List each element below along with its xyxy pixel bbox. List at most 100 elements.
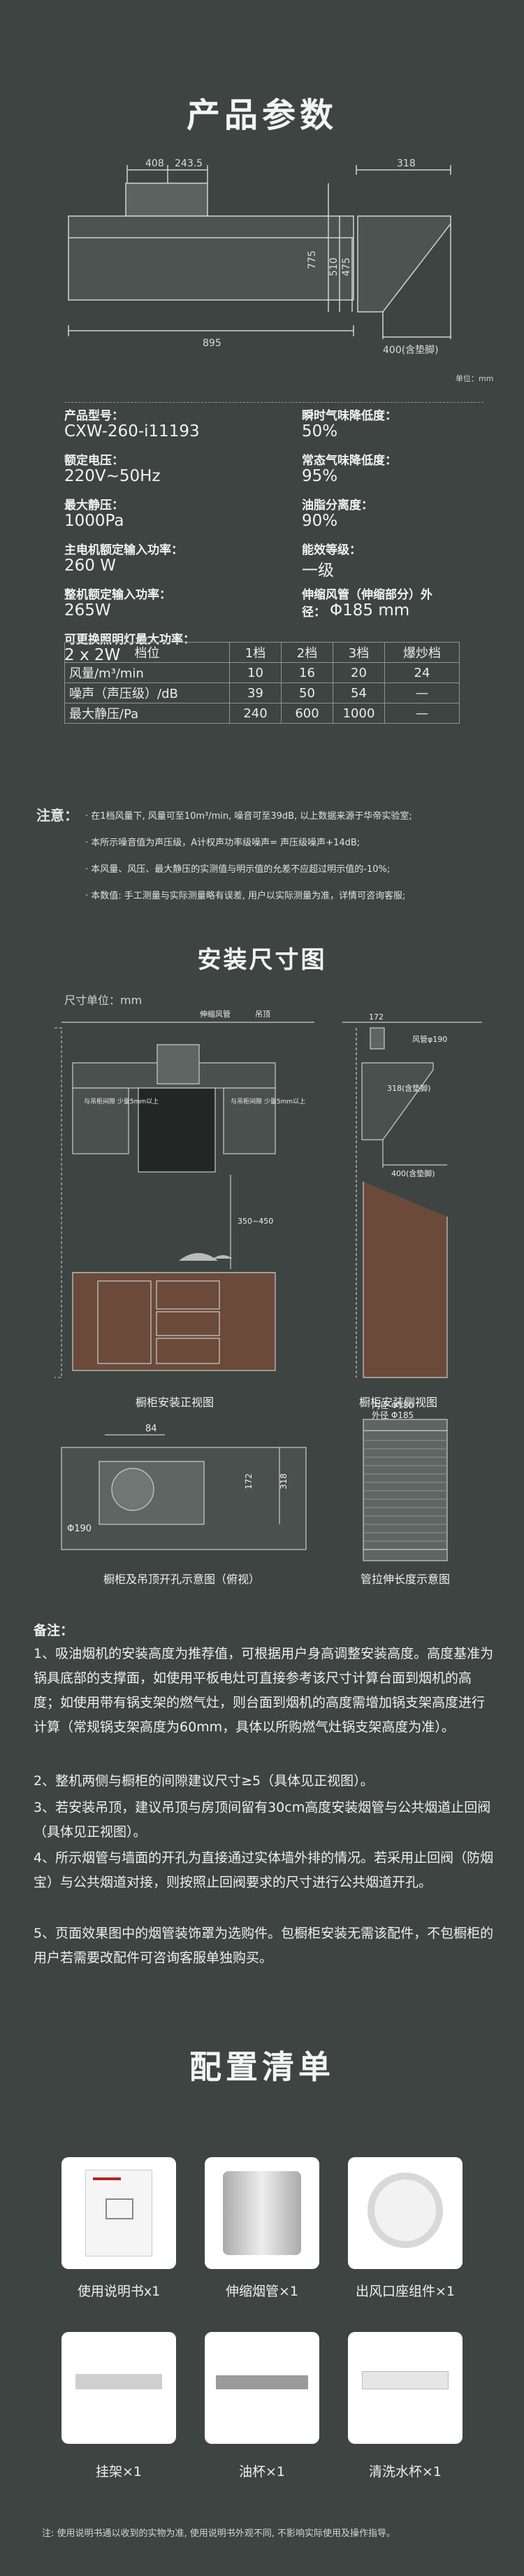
- table-header: 1档: [229, 642, 282, 663]
- param-label: 额定电压：: [64, 454, 124, 468]
- duct-caption: 管拉伸长度示意图: [360, 1573, 450, 1586]
- param-value: 265W: [64, 601, 111, 620]
- table-header: 2档: [281, 642, 333, 663]
- table-header: 3档: [333, 642, 385, 663]
- table-cell: —: [384, 682, 460, 703]
- install-unit: 尺寸单位：mm: [64, 994, 143, 1007]
- remark-line: 2、整机两侧与橱柜的间隙建议尺寸≥5（具体见正视图）。: [34, 1773, 374, 1789]
- item-card: [61, 2157, 176, 2269]
- item-card: [348, 2332, 463, 2444]
- table-cell: 20: [333, 662, 385, 683]
- item-card: [205, 2332, 319, 2444]
- remark-line: 3、若安装吊顶，建议吊顶与房顶间留有30cm高度安装烟管与公共烟道止回阀（具体见…: [34, 1800, 491, 1840]
- front-label: 与吊柜间隙 少量5mm以上: [231, 1097, 305, 1105]
- table-cell: 噪声（声压级）/dB: [64, 682, 230, 703]
- side-label: 172: [369, 1012, 384, 1022]
- table-row: 风量/m³/min 10 16 20 24: [64, 662, 460, 683]
- side-label: 风管φ190: [412, 1034, 447, 1044]
- param-value: Φ185 mm: [330, 601, 410, 620]
- duct-inner: 内径 Φ180: [372, 1401, 414, 1410]
- remark-line: 4、所示烟管与墙面的开孔为直接通过实体墙外排的情况。若采用止回阀（防烟宝）与公共…: [34, 1850, 494, 1890]
- front-caption: 橱柜安装正视图: [135, 1396, 214, 1409]
- front-label: 350~450: [238, 1217, 273, 1226]
- remark-line: 1、吸油烟机的安装高度为推荐值，可根据用户身高调整安装高度。高度基准为锅具底部的…: [34, 1646, 494, 1735]
- bracket-icon: [75, 2374, 162, 2389]
- install-drawings: 与吊柜间隙 少量5mm以上 与吊柜间隙 少量5mm以上 350~450 伸缩风管…: [54, 1009, 482, 1561]
- param-label: 主电机额定输入功率：: [64, 543, 183, 557]
- param-value: 1000Pa: [64, 512, 124, 530]
- dim-475: 475: [341, 257, 352, 276]
- side-label: 318(含垫脚): [387, 1083, 431, 1093]
- dim-318: 318: [397, 158, 416, 169]
- oil-cup-icon: [216, 2375, 308, 2389]
- param-value: CXW-260-i11193: [64, 422, 200, 441]
- water-cup-icon: [362, 2371, 449, 2389]
- table-header: 档位: [64, 642, 230, 663]
- params-title: 产品参数: [186, 96, 337, 135]
- divider: [64, 402, 483, 403]
- table-cell: 600: [281, 703, 333, 724]
- note-line: · 本风量、风压、最大静压的实测值与明示值的允差不应超过明示值的-10%;: [85, 864, 391, 875]
- item-card: [348, 2157, 463, 2269]
- dim-400: 400(含垫脚): [383, 345, 439, 356]
- front-label: 伸缩风管: [200, 1009, 231, 1019]
- top-caption: 橱柜及吊顶开孔示意图（俯视）: [103, 1573, 260, 1586]
- table-cell: 39: [229, 682, 282, 703]
- item-name: 使用说明书x1: [77, 2284, 161, 2299]
- item-card: [205, 2157, 319, 2269]
- unit-label: 单位：mm: [456, 373, 493, 383]
- item-name: 挂架×1: [95, 2464, 142, 2480]
- side-label: 400(含垫脚): [391, 1168, 435, 1178]
- param-label: 整机额定输入功率：: [64, 588, 171, 602]
- table-cell: 风量/m³/min: [64, 662, 230, 683]
- dim-775: 775: [307, 250, 318, 269]
- manual-icon: [85, 2170, 152, 2256]
- front-label: 吊顶: [255, 1010, 270, 1019]
- note-line: · 在1档风量下, 风量可至10m³/min, 噪音可至39dB, 以上数据来源…: [85, 811, 412, 822]
- notes-heading: 注意：: [36, 807, 78, 824]
- item-name: 清洗水杯×1: [368, 2464, 442, 2480]
- dim-510: 510: [328, 257, 340, 276]
- item-card: [61, 2332, 176, 2444]
- note-line: · 本所示噪音值为声压级，A计权声功率级噪声= 声压级噪声+14dB;: [85, 838, 361, 848]
- table-cell: 24: [384, 662, 460, 683]
- param-label: 伸缩风管（伸缩部分）外径：: [302, 588, 432, 620]
- top-label: 84: [145, 1424, 157, 1434]
- table-cell: 50: [281, 682, 333, 703]
- param-value: 260 W: [64, 557, 116, 575]
- param-label: 瞬时气味降低度：: [302, 409, 397, 423]
- top-label: 172: [244, 1473, 254, 1489]
- remark-line: 5、页面效果图中的烟管装饰罩为选购件。包橱柜安装无需该配件，不包橱柜的用户若需要…: [34, 1926, 494, 1966]
- table-cell: 1000: [333, 703, 385, 724]
- top-label: 318: [279, 1473, 289, 1489]
- param-label: 最大静压：: [64, 499, 124, 513]
- param-label: 产品型号：: [64, 409, 124, 423]
- table-header-row: 档位 1档 2档 3档 爆炒档: [64, 642, 460, 663]
- top-label: Φ190: [67, 1524, 92, 1534]
- table-cell: 最大静压/Pa: [64, 703, 230, 724]
- item-name: 油杯×1: [238, 2464, 285, 2480]
- table-cell: —: [384, 703, 460, 724]
- item-name: 伸缩烟管×1: [225, 2284, 298, 2299]
- remarks-heading: 备注：: [34, 1623, 74, 1638]
- duct-icon: [223, 2171, 301, 2255]
- dim-408: 408: [145, 158, 164, 169]
- table-header: 爆炒档: [384, 642, 460, 663]
- param-value: 220V~50Hz: [64, 467, 161, 485]
- dim-895: 895: [203, 338, 221, 349]
- front-label: 与吊柜间隙 少量5mm以上: [84, 1097, 159, 1105]
- param-label: 油脂分离度：: [302, 499, 373, 513]
- table-cell: 10: [229, 662, 282, 683]
- table-cell: 16: [281, 662, 333, 683]
- spec-table: 档位 1档 2档 3档 爆炒档 风量/m³/min 10 16 20 24 噪声…: [64, 642, 460, 724]
- table-cell: 240: [229, 703, 282, 724]
- table-row: 噪声（声压级）/dB 39 50 54 —: [64, 682, 460, 703]
- table-row: 最大静压/Pa 240 600 1000 —: [64, 703, 460, 724]
- install-title: 安装尺寸图: [197, 946, 327, 974]
- dim-243: 243.5: [175, 158, 203, 169]
- param-value: 95%: [302, 467, 338, 485]
- param-label: 常态气味降低度：: [302, 454, 397, 468]
- duct-outer: 外径 Φ185: [372, 1410, 414, 1420]
- dimension-drawing: 408 243.5 895 775 510 475 318 400(含垫脚) 单…: [68, 158, 493, 383]
- param-value: 50%: [302, 422, 338, 441]
